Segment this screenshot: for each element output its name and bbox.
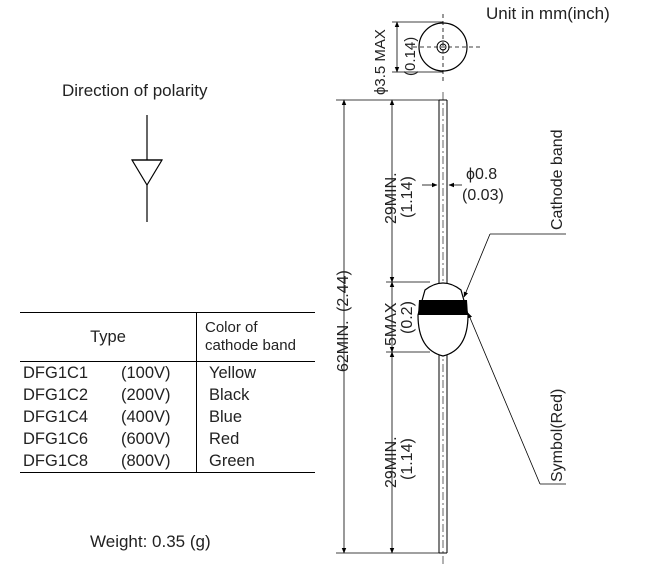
dim-lead-bottom-mm: 29MIN.	[383, 436, 400, 488]
row-voltage: (800V)	[121, 452, 171, 470]
row-type: DFG1C4	[23, 408, 89, 426]
header-type: Type	[20, 312, 197, 362]
dim-lead-diameter-in: (0.03)	[462, 187, 504, 204]
table-row: DFG1C6 (600V) Red	[20, 428, 315, 450]
row-voltage: (600V)	[121, 430, 171, 448]
table-row: DFG1C1 (100V) Yellow	[20, 361, 315, 384]
row-type: DFG1C1	[23, 364, 89, 382]
unit-label: Unit in mm(inch)	[486, 4, 610, 23]
row-voltage: (400V)	[121, 408, 171, 426]
dim-lead-diameter-mm: ϕ0.8	[466, 166, 497, 183]
dim-overall-in: (2.44)	[335, 270, 352, 312]
dim-overall-mm: 62MIN.	[335, 320, 352, 372]
row-color: Green	[196, 450, 315, 473]
table-row: DFG1C8 (800V) Green	[20, 450, 315, 473]
header-color: Color of cathode band	[196, 312, 315, 362]
dim-lead-bottom-in: (1.14)	[399, 438, 416, 480]
cathode-band-label: Cathode band	[549, 129, 566, 230]
weight-label: Weight: 0.35 (g)	[90, 532, 211, 551]
end-view-icon	[392, 14, 480, 82]
table-row: DFG1C2 (200V) Black	[20, 384, 315, 406]
row-type: DFG1C6	[23, 430, 89, 448]
polarity-title: Direction of polarity	[62, 81, 208, 100]
cathode-band-leader	[463, 233, 566, 298]
diode-symbol-icon	[130, 115, 164, 222]
header-color-line2: cathode band	[205, 337, 296, 354]
dim-lead-top-mm: 29MIN.	[383, 172, 400, 224]
row-type: DFG1C2	[23, 386, 89, 404]
row-color: Yellow	[196, 361, 315, 384]
row-color: Red	[196, 428, 315, 450]
symbol-mark-left	[427, 312, 437, 315]
dim-body-length-mm: 5MAX	[383, 302, 400, 346]
symbol-mark-right	[450, 312, 460, 315]
dim-body-diameter-mm: ϕ3.5 MAX	[372, 29, 389, 95]
header-color-line1: Color of	[205, 319, 258, 336]
diode-body	[417, 282, 469, 357]
table-row: DFG1C4 (400V) Blue	[20, 406, 315, 428]
row-type: DFG1C8	[23, 452, 89, 470]
dim-body-diameter-in: (0.14)	[402, 37, 419, 76]
dim-body-length-in: (0.2)	[399, 301, 416, 334]
row-color: Blue	[196, 406, 315, 428]
row-color: Black	[196, 384, 315, 406]
dim-overall-line	[336, 99, 439, 554]
row-voltage: (200V)	[121, 386, 171, 404]
dim-lead-top-in: (1.14)	[399, 176, 416, 218]
row-voltage: (100V)	[121, 364, 171, 382]
symbol-leader	[467, 312, 566, 485]
type-table: Type Color of cathode band DFG1C1 (100V) …	[20, 312, 315, 473]
symbol-label: Symbol(Red)	[549, 389, 566, 482]
table-header-row: Type Color of cathode band	[20, 312, 315, 362]
